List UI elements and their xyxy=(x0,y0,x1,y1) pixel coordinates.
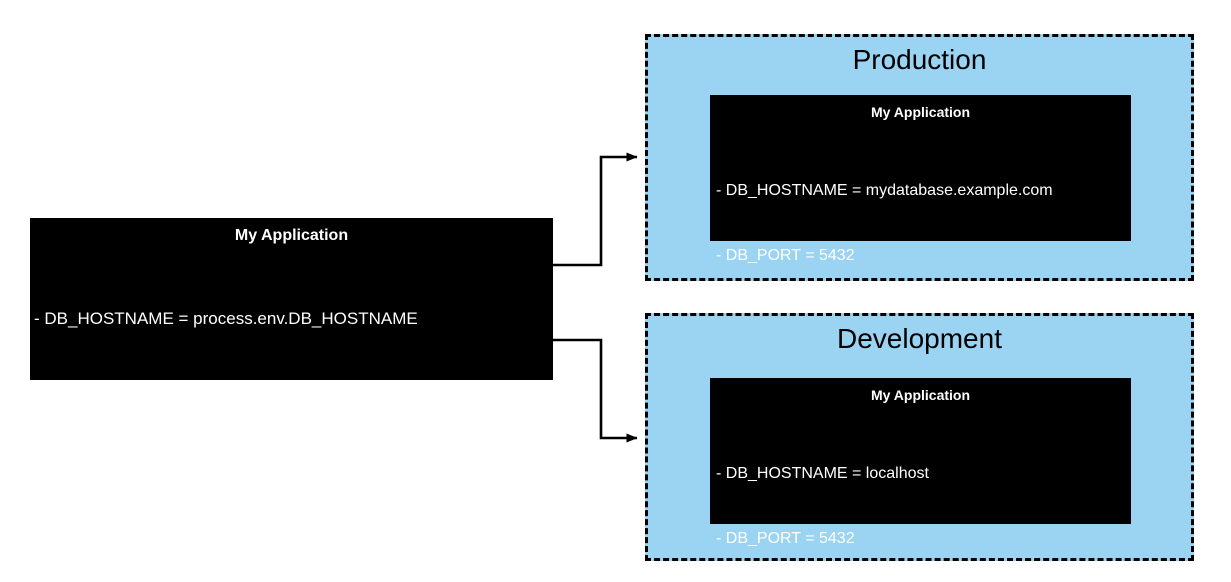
environment-title-development: Development xyxy=(837,323,1002,354)
env-var-line: - DB_PORT = process.env.DB_PORT xyxy=(34,376,319,396)
env-var-line: - DB_PASSWORD = process.env.DB_PASSWORD xyxy=(34,511,421,531)
env-var-line: - DB_HOSTNAME = localhost xyxy=(716,465,929,482)
env-var-line: - DB_USERNAME = process.env.DB_USERNAME xyxy=(34,444,418,463)
env-var-line: - DB_HOSTNAME = mydatabase.example.com xyxy=(716,182,1053,199)
development-application-variables: - DB_HOSTNAME = localhost - DB_PORT = 54… xyxy=(710,420,1131,582)
production-application-box: My Application - DB_HOSTNAME = mydatabas… xyxy=(710,95,1131,393)
environment-panel-production: Production My Application - DB_HOSTNAME … xyxy=(645,34,1194,393)
environment-panel-development: Development My Application - DB_HOSTNAME… xyxy=(645,313,1194,561)
main-application-variables: - DB_HOSTNAME = process.env.DB_HOSTNAME … xyxy=(30,263,553,578)
development-application-title: My Application xyxy=(870,387,971,403)
env-var-line: - DB_PORT = 5432 xyxy=(716,246,855,264)
env-var-line: - DB_HOSTNAME = process.env.DB_HOSTNAME xyxy=(34,309,418,328)
arrow-main-to-production xyxy=(553,152,638,267)
production-application-title: My Application xyxy=(870,104,971,120)
main-application-box: My Application - DB_HOSTNAME = process.e… xyxy=(30,218,553,531)
env-var-line: - DB_PORT = 5432 xyxy=(716,529,855,547)
arrow-main-to-development xyxy=(553,338,638,443)
main-application-title: My Application xyxy=(234,227,349,244)
development-application-box: My Application - DB_HOSTNAME = localhost… xyxy=(710,378,1131,547)
environment-title-production: Production xyxy=(852,44,987,75)
